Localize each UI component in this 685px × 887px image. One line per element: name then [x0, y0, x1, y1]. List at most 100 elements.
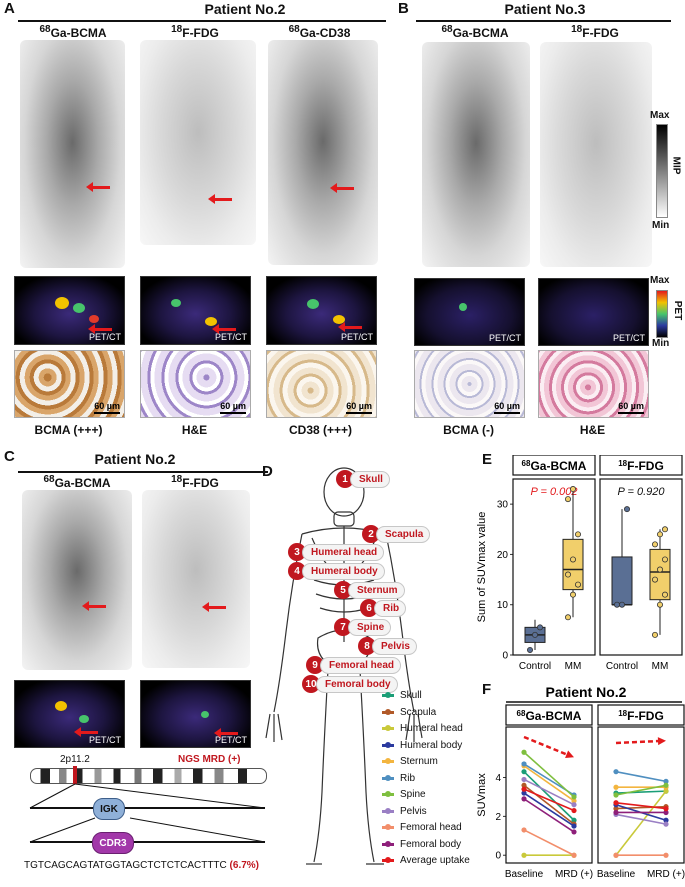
- series-point: [571, 852, 577, 858]
- data-point: [661, 556, 668, 563]
- series-point: [521, 827, 527, 833]
- series-point: [521, 749, 527, 755]
- y-tick-label: 10: [497, 600, 509, 611]
- legend-swatch: [382, 708, 394, 715]
- facet-header: [512, 455, 596, 476]
- series-line: [615, 784, 667, 796]
- trend-arrow: [523, 735, 569, 757]
- legend-label: Spine: [400, 789, 426, 800]
- legend-item: Femoral body: [382, 839, 461, 850]
- x-tick-label: MM: [565, 661, 582, 672]
- legend-label: Humeral head: [400, 723, 463, 734]
- panel-b-caption-2: H&E: [579, 423, 606, 437]
- scale-bar: 60 µm: [220, 401, 246, 414]
- y-tick-label: 20: [497, 550, 509, 561]
- panel-b-histo-he: 60 µm: [538, 350, 649, 418]
- series-point: [663, 806, 669, 812]
- facet-header: [597, 704, 685, 726]
- data-point: [527, 646, 534, 653]
- axis-ylabel: SUVmax: [476, 773, 488, 817]
- legend-swatch: [382, 857, 394, 863]
- series-point: [521, 761, 527, 767]
- legend-swatch: [382, 807, 394, 814]
- chart-f-title: Patient No.2: [546, 684, 627, 700]
- panel-a-tracer-2: 18F-FDG: [171, 24, 219, 40]
- panel-a-histo-cd38: 60 µm: [266, 350, 377, 418]
- mip-bar-label: MIP: [670, 156, 682, 175]
- legend-swatch: [382, 758, 394, 764]
- panel-label-f: F: [482, 681, 492, 698]
- data-point: [532, 631, 539, 638]
- legend-swatch: [382, 725, 394, 731]
- band-label: 2p11.2: [60, 754, 90, 765]
- trend-arrow-head: [657, 737, 666, 746]
- scale-bar: 60 µm: [494, 401, 520, 414]
- data-point: [570, 556, 577, 563]
- x-tick-label: MRD (+): [555, 869, 593, 880]
- trend-arrow: [615, 739, 661, 745]
- scale-bar: 60 µm: [618, 401, 644, 414]
- series-line: [523, 751, 575, 798]
- data-point: [570, 486, 577, 493]
- panel-label-c: C: [4, 448, 15, 465]
- band-marker: [73, 766, 77, 784]
- facet-header: [599, 455, 683, 476]
- panel-c-title: Patient No.2: [94, 451, 176, 467]
- facet-title: 18F-FDG: [618, 709, 664, 723]
- series-point: [663, 817, 669, 823]
- axis-ylabel: Sum of SUVmax value: [476, 512, 488, 623]
- legend-item: Skull: [382, 690, 422, 701]
- x-tick-label: MM: [652, 661, 669, 672]
- data-point: [623, 506, 630, 513]
- series-point: [521, 776, 527, 783]
- y-tick-label: 0: [502, 651, 508, 662]
- series-point: [613, 769, 619, 775]
- cdr3-sequence: TGTCAGCAGTATGGTAGCTCTCTCACTTTC (6.7%): [24, 860, 259, 871]
- panel-b-title-rule: [416, 20, 671, 22]
- y-tick-label: 30: [497, 500, 509, 511]
- panel-a-pet-2: PET/CT: [140, 276, 251, 345]
- panel-label-b: B: [398, 0, 409, 17]
- panel-c-zoom-lines: [29, 783, 266, 843]
- facet-title: 68Ga-BCMA: [522, 459, 587, 473]
- panel-c-tracer-2: 18F-FDG: [171, 474, 219, 490]
- mip-colorbar: [656, 124, 668, 218]
- trend-arrow-head: [565, 750, 574, 758]
- legend-label: Sternum: [400, 756, 438, 767]
- legend-swatch: [382, 741, 394, 748]
- panel-a-pet-3: PET/CT: [266, 276, 377, 345]
- series-point: [613, 800, 619, 806]
- panel-a-tracer-1: 68Ga-BCMA: [39, 24, 107, 40]
- legend-swatch: [382, 774, 394, 781]
- series-point: [663, 852, 669, 858]
- panel-c-title-rule: [18, 471, 268, 473]
- panel-c-pet-arrow-2: [214, 728, 238, 738]
- panel-a-tracer-3: 68Ga-CD38: [288, 24, 351, 40]
- pet-bar-max: Max: [650, 275, 670, 286]
- legend-item: Humeral body: [382, 740, 462, 751]
- panel-a-cd38-mip: [268, 40, 378, 265]
- panel-b-pet-2: PET/CT: [538, 278, 649, 346]
- series-line: [523, 792, 575, 827]
- facet-header: [505, 704, 593, 726]
- x-tick-label: Baseline: [505, 869, 544, 880]
- panel-a-title: Patient No.2: [204, 1, 286, 17]
- y-tick-label: 4: [495, 773, 501, 784]
- data-point: [565, 614, 572, 621]
- series-line: [615, 790, 667, 856]
- mip-bar-max: Max: [650, 110, 670, 121]
- panel-a-bcma-mip: [20, 40, 125, 268]
- legend-label: Average uptake: [400, 855, 470, 866]
- panel-c-arrow-2: [202, 602, 226, 612]
- legend-item: Spine: [382, 789, 426, 800]
- panel-c-tracer-1: 68Ga-BCMA: [43, 474, 111, 490]
- series-point: [521, 786, 527, 792]
- legend-item: Average uptake: [382, 855, 470, 866]
